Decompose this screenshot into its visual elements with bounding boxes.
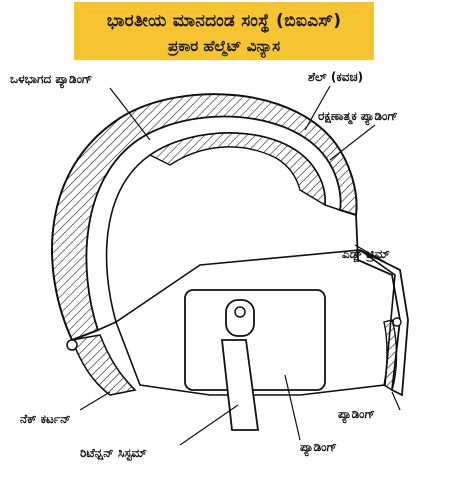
label-inner-padding: ಒಳಭಾಗದ ಪ್ಯಾಡಿಂಗ್ [10,72,93,86]
leader-inner-padding [109,87,151,141]
leader-shell [304,85,331,131]
leader-edge-trim [354,244,386,263]
title-line-1: ಭಾರತೀಯ ಮಾನದಂಡ ಸಂಸ್ಥೆ (ಬಿಐಎಸ್) [106,11,342,31]
neck-curtain [70,334,137,396]
title-line-2: ಪ್ರಕಾರ ಹೆಲ್ಮೆಟ್ ವಿನ್ಯಾಸ [167,37,281,55]
retention-strap [220,339,260,431]
cheek-padding-panel [184,289,326,391]
title-banner: ಭಾರತೀಯ ಮಾನದಂಡ ಸಂಸ್ಥೆ (ಬಿಐಎಸ್) ಪ್ರಕಾರ ಹೆಲ… [74,2,374,60]
edge-trim-rivet [392,317,402,327]
label-protective-padding: ರಕ್ಷಣಾತ್ಮಕ ಪ್ಯಾಡಿಂಗ್ [318,109,398,123]
label-padding-right: ಪ್ಯಾಡಿಂಗ್ [338,407,375,421]
edge-trim [383,319,398,392]
label-padding-bottom: ಪ್ಯಾಡಿಂಗ್ [300,440,337,454]
leader-protective-padding [329,124,376,161]
label-shell: ಶೆಲ್ (ಕವಚ) [308,70,364,84]
inner-padding [85,115,342,332]
protective-padding [148,132,326,207]
label-retention-system: ರಿಟೆನ್ಷನ್ ಸಿಸ್ಟಮ್ [80,446,147,460]
strap-buckle-hole [234,306,246,318]
leader-neck-curtain [79,391,111,411]
leader-padding-right [391,391,401,411]
label-edge-trim: ಎಡ್ಜ್ ಟ್ರಿಮ್ [342,247,390,261]
face-opening-outline [355,214,409,397]
leader-padding-bottom [284,374,301,441]
strap-buckle [225,299,255,337]
neck-curtain-rivet [66,339,78,351]
label-neck-curtain: ನೆಕ್ ಕರ್ಟನ್ [20,412,71,426]
leader-retention-system [179,404,239,446]
